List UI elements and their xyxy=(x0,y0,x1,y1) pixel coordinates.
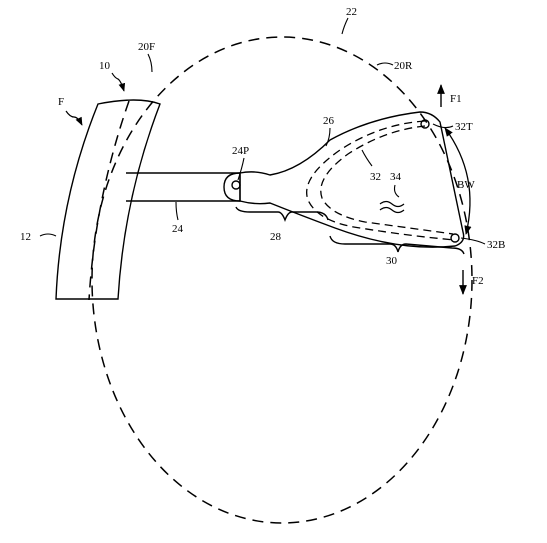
gap-squiggle-2 xyxy=(379,206,405,214)
finger-arrow xyxy=(65,110,83,126)
leader-26 xyxy=(325,127,331,147)
dashed-cavity-outline xyxy=(91,36,473,524)
label-top-pin: 32T xyxy=(455,121,473,133)
label-width: BW xyxy=(457,179,475,191)
leader-24 xyxy=(175,201,179,221)
gap-squiggle xyxy=(379,200,405,208)
label-rear-side: 20R xyxy=(394,60,413,72)
pivot-pin xyxy=(231,180,241,190)
label-force-down: F2 xyxy=(472,275,484,287)
pivot-end xyxy=(223,172,241,202)
label-arm-section: 28 xyxy=(270,231,282,243)
bottom-pin xyxy=(450,233,460,243)
device-arrow xyxy=(111,72,126,92)
label-force-up: F1 xyxy=(450,93,462,105)
leader-20r xyxy=(376,62,394,66)
yoke-frame xyxy=(239,111,465,248)
band-outer-dashed xyxy=(306,120,456,241)
label-yoke: 26 xyxy=(323,115,335,127)
label-front-side: 20F xyxy=(138,41,155,53)
label-pivot: 24P xyxy=(232,145,249,157)
label-shaft: 24 xyxy=(172,223,184,235)
brace-30 xyxy=(329,235,465,255)
top-pin xyxy=(420,119,430,129)
label-finger: F xyxy=(58,96,64,108)
leader-32b xyxy=(460,237,486,245)
leader-32 xyxy=(361,149,373,167)
ring-band xyxy=(55,99,161,300)
label-bottom-pin: 32B xyxy=(487,239,505,251)
ring-centerline xyxy=(88,100,130,301)
label-cavity: 22 xyxy=(346,6,357,18)
label-ring: 12 xyxy=(20,231,31,243)
brace-28 xyxy=(235,206,329,222)
leader-20f xyxy=(147,53,153,73)
leader-12 xyxy=(39,233,57,237)
bw-arrow xyxy=(444,127,472,235)
band-inner-dashed xyxy=(320,125,454,235)
leader-24p xyxy=(237,157,245,181)
shaft xyxy=(126,172,241,202)
leader-32t xyxy=(432,123,454,129)
leader-34 xyxy=(393,184,400,198)
leader-22 xyxy=(341,17,349,35)
label-device: 10 xyxy=(99,60,111,72)
label-head-section: 30 xyxy=(386,255,398,267)
label-gap: 34 xyxy=(390,171,402,183)
label-band: 32 xyxy=(370,171,381,183)
